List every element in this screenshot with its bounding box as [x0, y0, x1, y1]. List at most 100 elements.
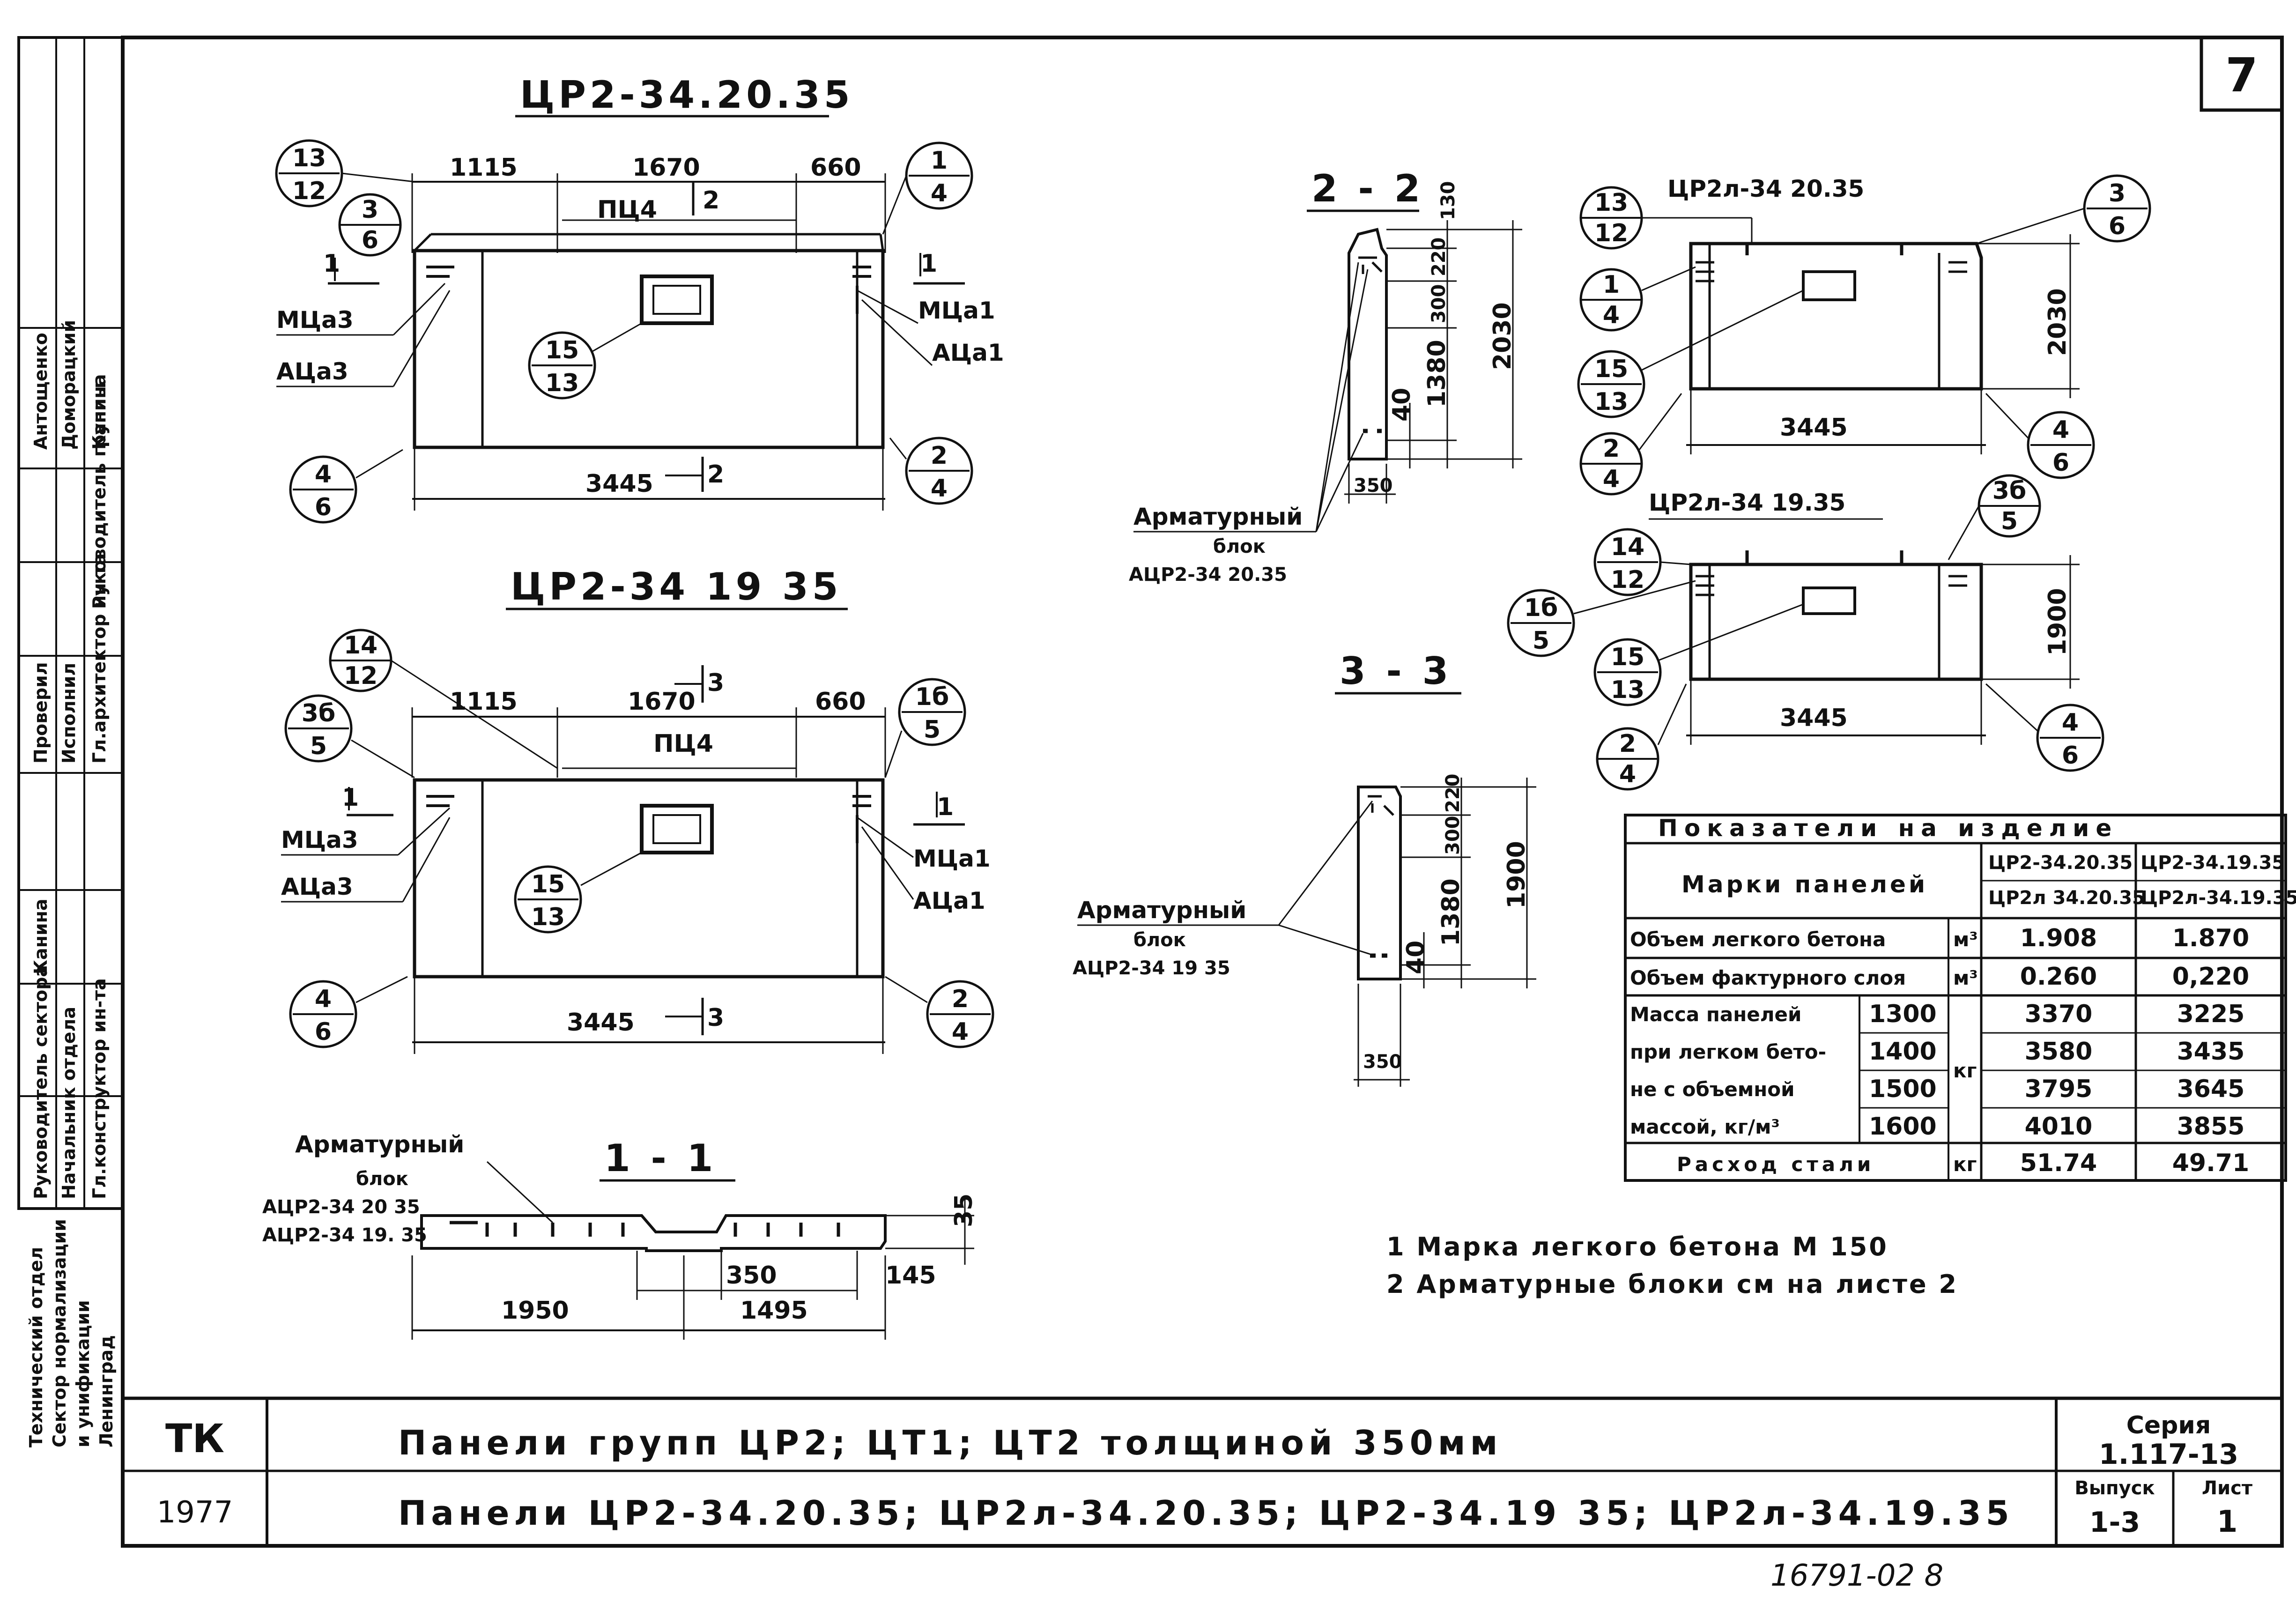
panel-c-title: ЦР2л-34 20.35 [1667, 175, 1864, 202]
svg-text:13: 13 [1611, 676, 1644, 704]
svg-text:4: 4 [1603, 465, 1620, 493]
panel-a-cut-right: 1 [920, 250, 937, 278]
table-mass2-v1: 3580 [2025, 1038, 2093, 1066]
panel-c-callout-5: 2 4 [1579, 432, 1643, 496]
table-density-4: 1600 [1869, 1113, 1937, 1141]
panel-b-callout-4: 4 6 [289, 980, 357, 1048]
panel-b-cut-right: 1 [937, 793, 954, 821]
svg-text:1б: 1б [1524, 594, 1558, 622]
side-org-2: Сектор нормализации [49, 1219, 70, 1447]
panel-a-callout-4: 4 6 [289, 455, 357, 524]
stamp-year: 1977 [157, 1495, 233, 1530]
section-2-title: 2 - 2 [1311, 167, 1424, 210]
table-mass-label-2: при легком бето- [1630, 1040, 1826, 1063]
section-2-code: АЦР2-34 20.35 [1129, 564, 1287, 586]
panel-a-title: ЦР2-34.20.35 [520, 73, 853, 117]
panel-b-callout-5: 1б 5 [898, 678, 966, 746]
panel-a-dim-left: 1115 [450, 154, 518, 182]
panel-c-callout-3: 1 4 [1579, 268, 1643, 332]
section-3-block-word: блок [1133, 929, 1186, 951]
svg-text:15: 15 [1611, 643, 1644, 671]
panel-b-dim-mid: 1670 [628, 688, 696, 716]
stamp-sheet: 1 [2217, 1505, 2238, 1539]
side-name-1: Канина [89, 374, 110, 450]
table-mass-label-1: Масса панелей [1630, 1003, 1801, 1026]
stamp-sheet-label: Лист [2202, 1477, 2253, 1499]
panel-a-dim-total: 3445 [585, 470, 653, 498]
section-3-dim-300: 300 [1442, 816, 1464, 855]
svg-text:4: 4 [931, 475, 948, 503]
svg-text:4: 4 [2052, 416, 2069, 444]
stamp-title-1: Панели групп ЦР2; ЦТ1; ЦТ2 толщиной 350м… [398, 1423, 1502, 1462]
bottom-code: 16791-02 8 [1770, 1558, 1943, 1593]
section-1-dim-d: 145 [885, 1261, 936, 1290]
panel-a-dim-mid: 1670 [632, 154, 700, 182]
side-org-3: и унификации [73, 1300, 93, 1447]
table-density-3: 1500 [1869, 1075, 1937, 1103]
panel-a-section-top: 2 [703, 186, 719, 215]
panel-c-dim-height: 2030 [2044, 288, 2072, 356]
section-2-block-word: блок [1213, 536, 1266, 557]
panel-d-callout-4: 15 13 [1593, 638, 1662, 706]
svg-text:6: 6 [2052, 449, 2069, 477]
panel-d-callout-1: 3б 5 [1978, 474, 2041, 538]
panel-b-section-bottom: 3 [707, 1004, 724, 1032]
panel-a-m-left: МЦа3 [276, 306, 354, 334]
note-2: 2 Арматурные блоки см на листе 2 [1386, 1269, 1958, 1299]
panel-d-title: ЦР2л-34 19.35 [1649, 489, 1845, 516]
panel-a-callout-2: 3 6 [338, 193, 402, 257]
side-name-3: Антощенко [30, 333, 51, 450]
svg-text:6: 6 [315, 1018, 332, 1046]
section-1-dim-c: 350 [726, 1261, 777, 1290]
section-1-block-word: блок [356, 1168, 408, 1190]
panel-a-section-bottom: 2 [707, 460, 724, 489]
section-3-dim-1380: 1380 [1437, 878, 1465, 946]
table-steel-unit: кг [1953, 1153, 1977, 1176]
sheet-frame [121, 36, 2284, 1548]
section-1-dim-h: 35 [950, 1194, 978, 1227]
svg-text:14: 14 [344, 631, 378, 660]
svg-text:2: 2 [1619, 730, 1636, 758]
panel-b-m-left: МЦа3 [281, 826, 358, 853]
table-mass3-v2: 3645 [2177, 1075, 2245, 1103]
table-col1-line2: ЦР2л 34.20.35 [1988, 887, 2145, 909]
table-row2-label: Объем фактурного слоя [1630, 966, 1906, 989]
section-1-code-1: АЦР2-34 20 35 [262, 1196, 420, 1218]
section-2-view: 2 - 2 130 220 300 1380 40 2030 350 Армат… [1129, 167, 1522, 586]
svg-text:14: 14 [1611, 533, 1644, 561]
table-row1-v1: 1.908 [2020, 924, 2097, 952]
stamp-issue: 1-3 [2089, 1506, 2140, 1539]
section-2-dim-1380: 1380 [1423, 340, 1451, 408]
panel-b-pts: ПЦ4 [653, 730, 713, 758]
section-1-code-2: АЦР2-34 19. 35 [262, 1224, 427, 1246]
svg-text:4: 4 [1603, 301, 1620, 329]
section-1-block-label: Арматурный [295, 1131, 464, 1158]
svg-text:4: 4 [931, 179, 948, 208]
table-row1-unit: м³ [1953, 928, 1978, 951]
table-density-1: 1300 [1869, 1000, 1937, 1028]
section-3-dim-220: 220 [1442, 774, 1464, 813]
side-role-3: Исполнил [59, 663, 79, 764]
svg-text:4: 4 [315, 460, 332, 489]
panel-b-callout-3: 15 13 [514, 865, 582, 934]
panel-a-m-right: МЦа1 [918, 297, 995, 324]
svg-text:2: 2 [952, 985, 969, 1013]
panel-a-pts: ПЦ4 [597, 196, 657, 224]
svg-text:3: 3 [362, 196, 378, 224]
panel-b-view: ЦР2-34 19 35 1115 1670 660 3 ПЦ4 3445 3 … [281, 565, 994, 1054]
section-2-dim-40: 40 [1388, 388, 1416, 422]
section-3-block-label: Арматурный [1077, 897, 1246, 924]
section-3-dim-40: 40 [1402, 941, 1430, 974]
svg-text:12: 12 [344, 662, 378, 690]
table-mass4-v2: 3855 [2177, 1113, 2245, 1141]
table-mass2-v2: 3435 [2177, 1038, 2245, 1066]
panel-b-dim-left: 1115 [450, 688, 518, 716]
side-role-1: Гл.архитектор ин-та [89, 553, 110, 764]
section-1-title: 1 - 1 [604, 1136, 717, 1180]
svg-text:12: 12 [1611, 566, 1644, 594]
table-steel-v1: 51.74 [2020, 1149, 2097, 1177]
table-mass1-v1: 3370 [2025, 1000, 2093, 1028]
section-2-dim-220: 220 [1428, 237, 1450, 277]
side-org-1: Технический отдел [26, 1247, 46, 1447]
panel-b-a-left: АЦа3 [281, 873, 353, 900]
